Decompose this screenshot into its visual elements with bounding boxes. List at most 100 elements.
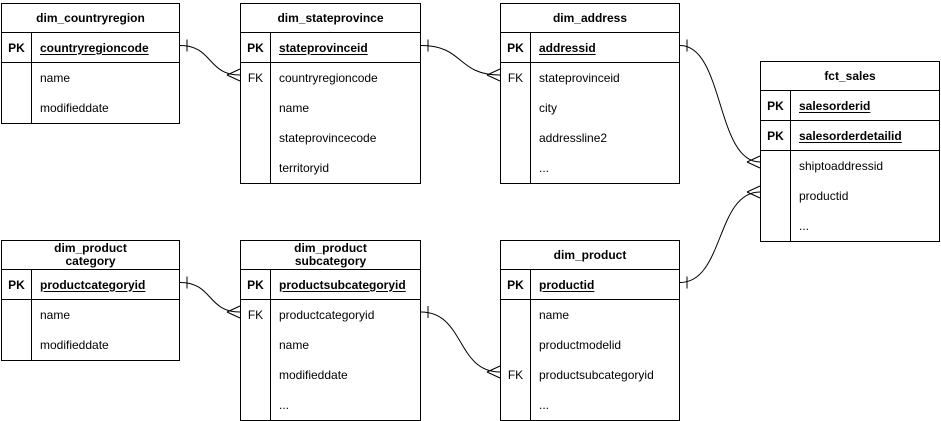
tag-gutter [761, 151, 791, 241]
field-name: name [279, 338, 310, 352]
pk-row-addressid[interactable]: PK addressid [501, 33, 679, 63]
tag-gutter [2, 63, 32, 123]
relationship-line[interactable] [679, 191, 761, 283]
empty-tag [501, 330, 530, 360]
table-body: FK productcategoryid name modifieddate... [241, 300, 420, 420]
cardinality-many-crowsfoot [226, 68, 241, 82]
tag-gutter: FK [501, 63, 531, 183]
relationship-dim_product-to-fct_sales[interactable] [679, 185, 761, 289]
empty-tag [241, 93, 270, 123]
field-modifieddate: modifieddate [279, 368, 348, 382]
relationship-dim_productsubcategory-to-dim_product[interactable] [420, 306, 501, 379]
table-title-line: category [65, 254, 116, 268]
table-title-dim_product: dim_product [501, 241, 679, 270]
table-body: name modifieddate [2, 63, 179, 123]
empty-tag [501, 390, 530, 420]
cardinality-many-crowsfoot [486, 68, 501, 82]
empty-tag [241, 390, 270, 420]
field-productmodelid: productmodelid [539, 338, 622, 352]
field-productcategoryid: productcategoryid [40, 277, 146, 292]
table-title-line: fct_sales [824, 68, 876, 83]
field-stateprovinceid: stateprovinceid [279, 40, 368, 55]
relationship-dim_productcategory-to-dim_productsubcategory[interactable] [179, 276, 241, 319]
relationship-dim_stateprovince-to-dim_address[interactable] [420, 39, 501, 82]
table-title-line: dim_product [294, 241, 367, 255]
empty-tag [501, 93, 530, 123]
fk-tag: FK [247, 71, 264, 85]
relationship-line[interactable] [679, 45, 761, 163]
field-productcategoryid: productcategoryid [279, 308, 375, 322]
field-name: name [40, 71, 71, 85]
field-name: name [539, 308, 570, 322]
cardinality-many-crowsfoot [746, 155, 761, 169]
field-name: name [279, 101, 310, 115]
empty-tag [501, 123, 530, 153]
empty-tag [2, 330, 31, 360]
table-title-line: subcategory [294, 254, 367, 268]
empty-tag [761, 181, 790, 211]
field-salesorderdetailid: salesorderdetailid [799, 128, 902, 143]
field-salesorderid: salesorderid [799, 98, 871, 113]
pk-row-salesorderid[interactable]: PK salesorderid [761, 91, 939, 121]
relationship-line[interactable] [179, 45, 241, 76]
pk-tag: PK [501, 270, 531, 299]
empty-tag [241, 153, 270, 183]
field-stateprovinceid: stateprovinceid [539, 71, 620, 85]
tag-gutter: FK [501, 300, 531, 420]
empty-tag [2, 93, 31, 123]
table-title-line: dim_countryregion [36, 10, 145, 25]
table-title-line: dim_stateprovince [277, 10, 384, 25]
table-title-dim_stateprovince: dim_stateprovince [241, 4, 420, 33]
table-title-dim_countryregion: dim_countryregion [2, 4, 179, 33]
attribute-list: productcategoryid name modifieddate... [271, 300, 420, 420]
table-title-line: dim_address [552, 10, 628, 25]
field-countryregioncode: countryregioncode [279, 71, 378, 85]
field-shiptoaddressid: shiptoaddressid [799, 159, 884, 173]
relationship-line[interactable] [420, 311, 501, 373]
cardinality-many-crowsfoot [486, 365, 501, 379]
field-ellipsis: ... [279, 398, 290, 412]
relationship-dim_countryregion-to-dim_stateprovince[interactable] [179, 39, 241, 82]
empty-tag [241, 123, 270, 153]
field-productid: productid [799, 189, 849, 203]
table-title-line: dim_product [553, 247, 627, 262]
fk-tag: FK [507, 71, 524, 85]
empty-tag [501, 153, 530, 183]
relationship-dim_address-to-fct_sales[interactable] [679, 39, 761, 169]
tag-gutter [2, 300, 32, 360]
relationship-line[interactable] [420, 45, 501, 76]
field-addressid: addressid [539, 40, 596, 55]
cardinality-many-crowsfoot [746, 185, 761, 199]
pk-tag: PK [761, 91, 791, 120]
field-stateprovincecode: stateprovincecode [279, 131, 377, 145]
table-title-fct_sales: fct_sales [761, 62, 939, 91]
cardinality-many-crowsfoot [226, 305, 241, 319]
relationship-line[interactable] [179, 282, 241, 313]
pk-tag: PK [241, 270, 271, 299]
field-modifieddate: modifieddate [40, 101, 109, 115]
pk-tag: PK [501, 33, 531, 62]
tag-gutter: FK [241, 300, 271, 420]
